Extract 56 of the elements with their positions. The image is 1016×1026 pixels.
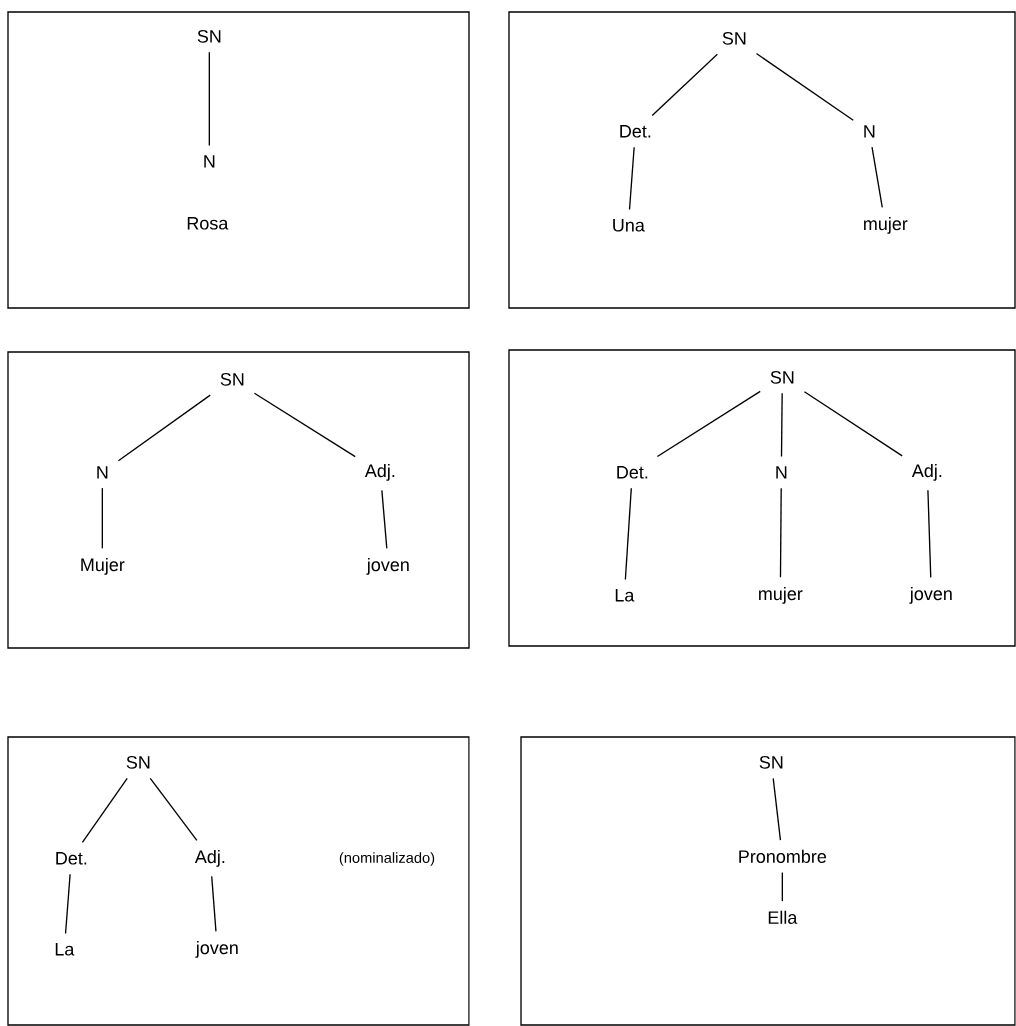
tree-label: N <box>776 466 787 479</box>
tree-label: joven <box>909 586 952 604</box>
tree-label: SN <box>722 31 746 45</box>
tree-line <box>772 777 782 841</box>
tree-label: N <box>97 466 108 479</box>
tree-line <box>149 777 198 842</box>
tree-line <box>253 392 356 458</box>
panel-box <box>7 351 470 649</box>
tree-label: N <box>204 155 215 168</box>
tree-line <box>651 53 718 117</box>
tree-line <box>781 871 783 902</box>
tree-line <box>211 875 217 933</box>
tree-label: La <box>55 943 75 956</box>
tree-line <box>927 489 932 579</box>
tree-label: Adj. <box>364 463 395 481</box>
panel-box <box>7 11 470 309</box>
tree-label: Det. <box>56 852 87 865</box>
tree-line <box>779 487 782 579</box>
tree-line <box>381 489 388 549</box>
tree-label: Det. <box>617 466 648 479</box>
tree-line <box>871 146 883 208</box>
tree-label: La <box>615 589 635 602</box>
tree-label: SN <box>126 755 150 769</box>
tree-label: SN <box>197 29 221 43</box>
tree-label: joven <box>195 940 238 958</box>
tree-label: Pronombre <box>739 849 827 863</box>
tree-label: Det. <box>620 125 651 138</box>
tree-line <box>628 146 635 211</box>
tree-line <box>755 52 854 121</box>
tree-line <box>101 487 103 549</box>
tree-label: SN <box>770 370 794 384</box>
tree-line <box>64 873 71 935</box>
tree-label: mujer <box>759 586 803 604</box>
tree-label: SN <box>220 372 244 386</box>
tree-line <box>656 390 761 458</box>
tree-line <box>81 777 128 844</box>
panel-box <box>520 736 1016 1026</box>
tree-label: Mujer <box>81 557 125 575</box>
tree-label: N <box>864 125 875 138</box>
panel-box <box>7 736 470 1026</box>
tree-label: joven <box>366 557 409 575</box>
tree-line <box>780 392 783 458</box>
tree-line <box>117 394 211 462</box>
tree-label: Ella <box>768 910 798 924</box>
tree-line <box>803 391 903 457</box>
tree-label: Una <box>613 219 645 232</box>
tree-line <box>624 487 632 581</box>
panel-box <box>508 349 1016 647</box>
tree-label: mujer <box>864 216 908 234</box>
tree-label: Adj. <box>911 463 942 481</box>
tree-line <box>208 51 210 147</box>
tree-label: SN <box>759 755 783 769</box>
tree-label: Rosa <box>187 217 229 230</box>
annotation-text: (nominalizado) <box>339 852 435 866</box>
panel-box <box>508 11 1016 309</box>
tree-label: Adj. <box>194 849 225 867</box>
